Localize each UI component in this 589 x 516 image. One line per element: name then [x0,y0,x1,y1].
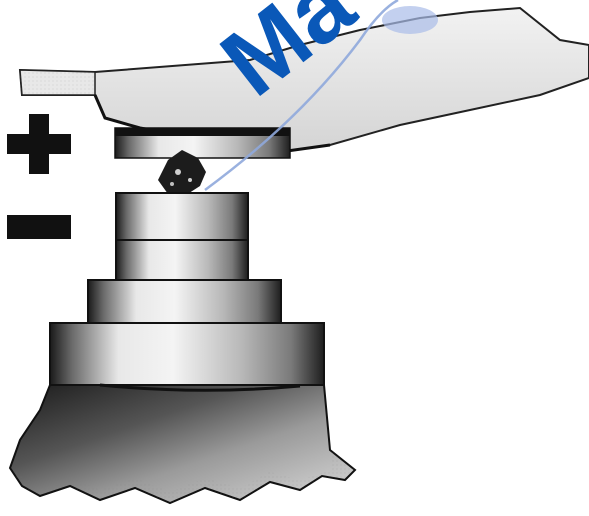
lower-base [10,385,355,503]
electrode-tier-1 [116,193,248,241]
minus-sign-icon [7,215,71,239]
plus-sign-icon [7,114,71,174]
electrode-tier-2 [116,240,248,280]
electrode-tier-4 [50,323,324,385]
electrode-tier-3 [88,280,281,325]
